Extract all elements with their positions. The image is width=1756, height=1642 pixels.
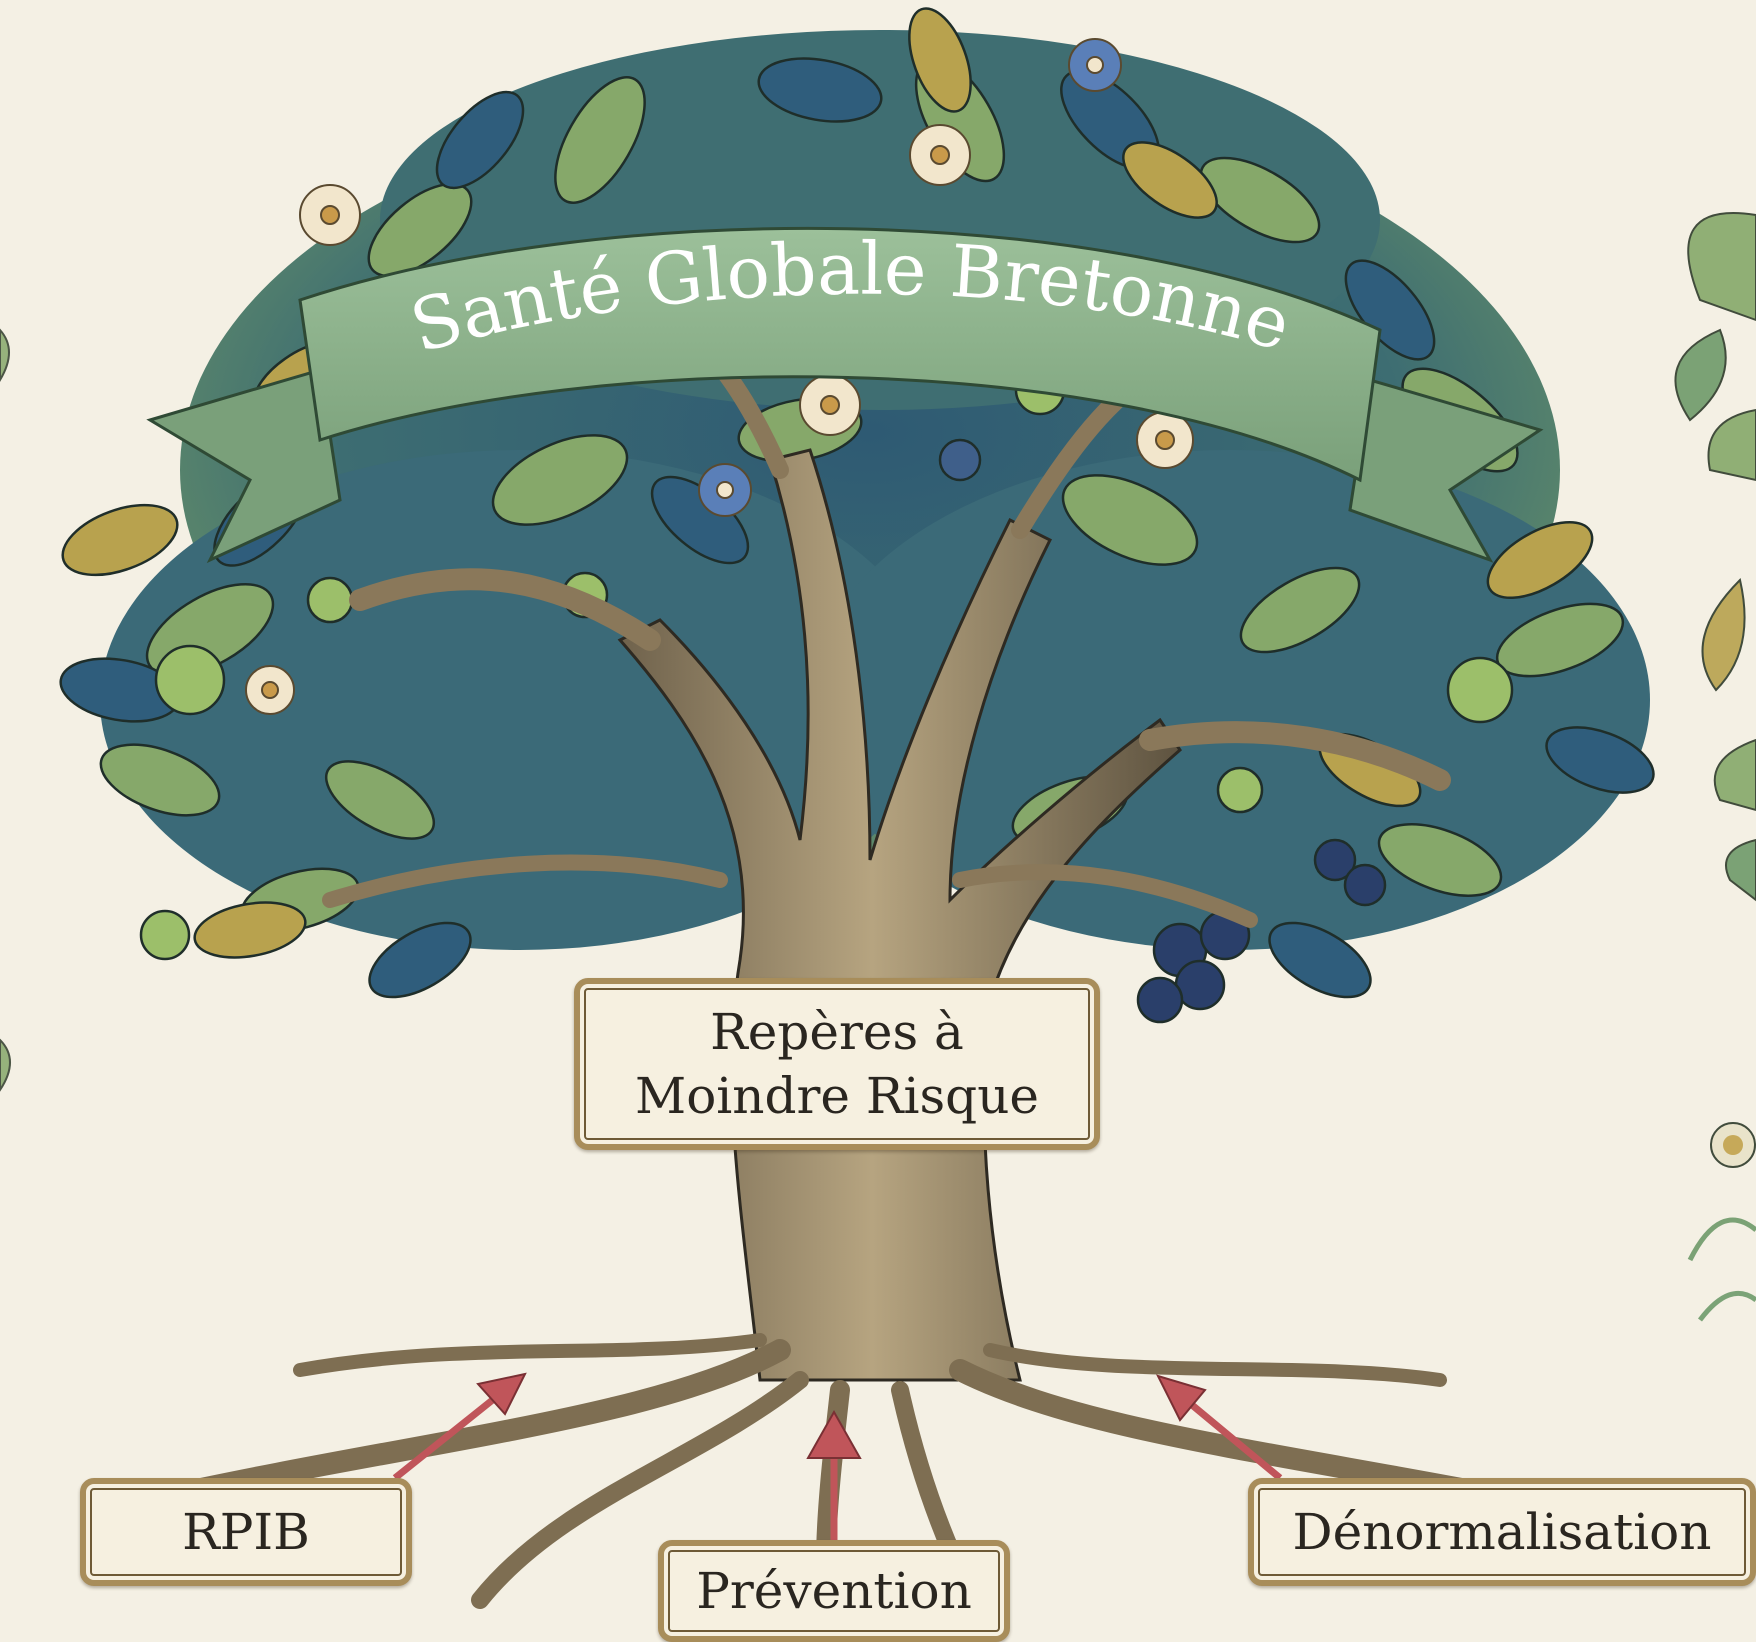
arrow-denormalisation-to-root [1156,1374,1283,1481]
root-label-denormalisation: Dénormalisation [1248,1478,1756,1586]
root-label-rpib: RPIB [80,1478,412,1586]
flower-decoration [245,38,1194,715]
root-label-prevention: Prévention [658,1540,1010,1642]
arrow-rpib-to-root [392,1372,527,1481]
title-banner: Santé Globale Bretonne [146,227,1544,564]
arrow-prevention-to-root [806,1409,862,1540]
left-edge-foliage [0,328,11,1092]
trunk-label: Repères à Moindre Risque [574,978,1100,1150]
fruit-decoration [139,364,1514,1024]
right-edge-foliage [1674,212,1756,1322]
